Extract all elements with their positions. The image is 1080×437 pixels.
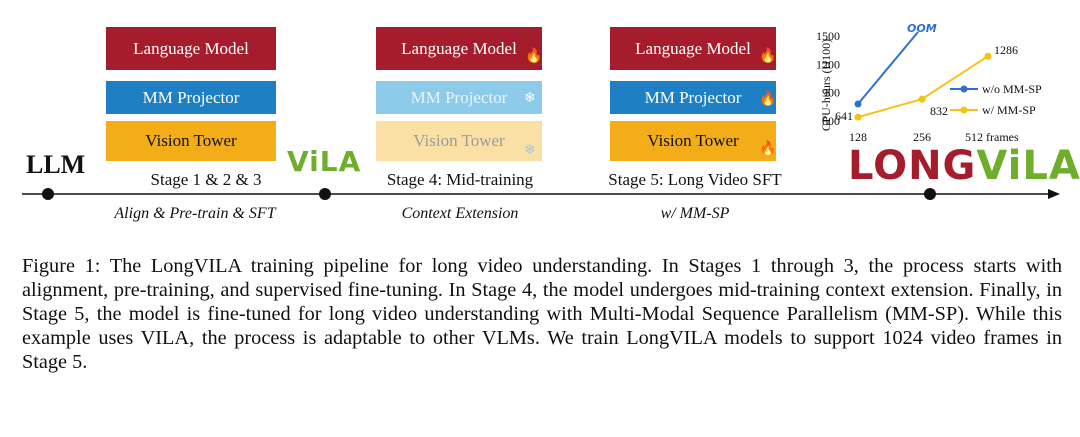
longvila-logo-vila: ViLA [976, 143, 1080, 189]
fire-icon: 🔥 [759, 92, 777, 107]
stage4-mm-projector: MM Projector [376, 81, 542, 114]
snowflake-icon: ❄ [524, 91, 536, 106]
stage1-language-model: Language Model [106, 27, 276, 70]
x-tick-label: 256 [913, 130, 931, 144]
legend-marker [960, 106, 968, 114]
legend-label: w/ MM-SP [982, 103, 1036, 117]
figure-caption: Figure 1: The LongVILA training pipeline… [22, 255, 1062, 373]
data-label: 832 [930, 104, 948, 118]
stage5-label: Stage 5: Long Video SFT [608, 170, 782, 189]
data-point [854, 113, 862, 121]
stage1-vision-tower: Vision Tower [106, 121, 276, 161]
timeline-dot-vila [319, 188, 331, 200]
stage4-label: Stage 4: Mid-training [386, 170, 534, 189]
llm-label: LLM [26, 150, 86, 179]
chart-ylabel: GPU-hours (H100) [819, 39, 833, 131]
stage5-vision-tower: Vision Tower [610, 121, 776, 161]
timeline-dot-longvila [924, 188, 936, 200]
y-tick-label: 1500 [816, 29, 840, 43]
x-tick-label: 512 frames [965, 130, 1019, 144]
series-line [857, 55, 989, 119]
x-tick-label: 128 [849, 130, 867, 144]
data-point [854, 100, 862, 108]
data-label: 1286 [994, 43, 1018, 57]
data-label: 641 [835, 109, 853, 123]
stage4-vision-tower: Vision Tower [376, 121, 542, 161]
stage5-mm-projector: MM Projector [610, 81, 776, 114]
snowflake-icon: ❄ [524, 143, 536, 158]
vila-logo: ViLA [287, 145, 361, 178]
timeline-arrow [22, 188, 1060, 200]
longvila-logo: LONGViLA [848, 143, 1080, 189]
y-tick-label: 1200 [816, 57, 840, 71]
legend-label: w/o MM-SP [982, 82, 1042, 96]
fire-icon: 🔥 [759, 142, 777, 157]
data-point [918, 95, 926, 103]
stage1-mm-projector: MM Projector [106, 81, 276, 114]
fire-icon: 🔥 [759, 49, 777, 64]
y-tick-label: 900 [822, 86, 840, 100]
legend-marker [960, 85, 968, 93]
stage1-label: Stage 1 & 2 & 3 [150, 170, 262, 189]
stage1-sublabel: Align & Pre-train & SFT [114, 205, 276, 222]
y-tick-label: 600 [822, 114, 840, 128]
timeline-dot-start [42, 188, 54, 200]
longvila-logo-long: LONG [848, 143, 977, 189]
oom-annotation: OOM [907, 22, 937, 35]
data-point [984, 52, 992, 60]
stage4-sublabel: Context Extension [401, 205, 519, 222]
series-line [857, 31, 919, 105]
vila-logo-text: ViLA [287, 145, 362, 178]
gpu-hours-chart: GPU-hours (H100) 600 900 1200 1500 128 256 512… [816, 22, 1042, 144]
stage4-language-model: Language Model [376, 27, 542, 70]
stage5-language-model: Language Model [610, 27, 776, 70]
fire-icon: 🔥 [525, 49, 543, 64]
stage5-sublabel: w/ MM-SP [660, 205, 730, 222]
